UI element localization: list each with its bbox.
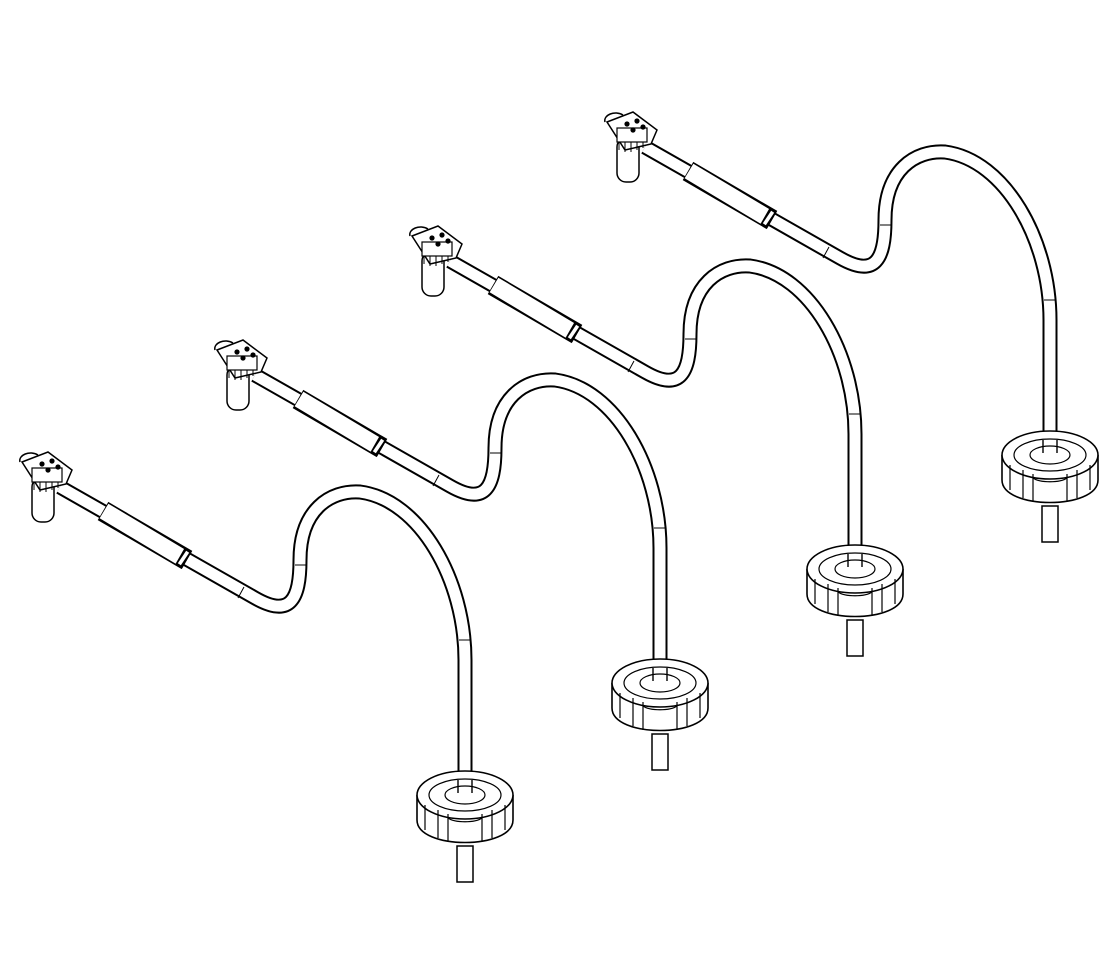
tube-assembly-1	[20, 452, 513, 882]
